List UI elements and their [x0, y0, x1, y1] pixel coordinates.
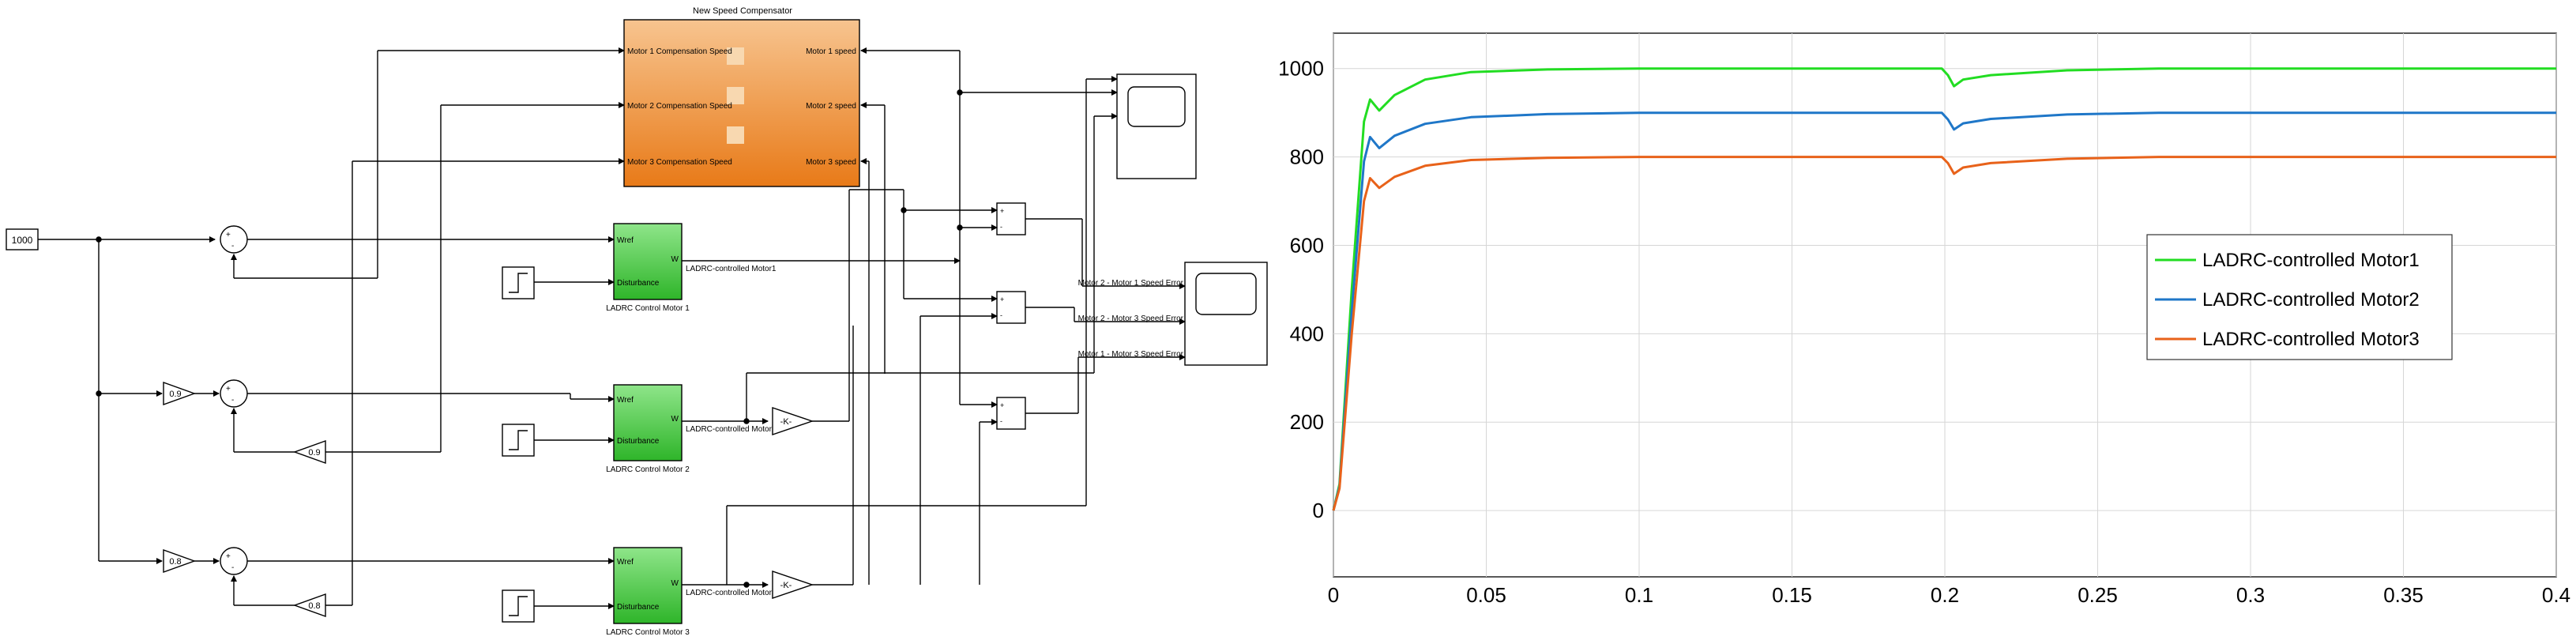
x-tick-label: 0.05 [1466, 583, 1506, 607]
gain-09-feedback-label: 0.9 [308, 448, 320, 458]
legend-box [2146, 234, 2453, 360]
gain-08-feedback-label: 0.8 [308, 601, 320, 611]
signal-label-motor1: LADRC-controlled Motor1 [686, 265, 777, 273]
gain-block-k-2[interactable] [772, 407, 814, 435]
error-label-2: Motor 2 - Motor 3 Speed Error [1078, 314, 1184, 323]
svg-text:W: W [671, 415, 679, 424]
svg-text:-: - [231, 563, 234, 572]
ladrc-caption-1: LADRC Control Motor 1 [606, 304, 690, 313]
legend-label-motor2: LADRC-controlled Motor2 [2202, 289, 2420, 311]
svg-text:Wref: Wref [617, 396, 634, 405]
error-label-3: Motor 1 - Motor 3 Speed Error [1078, 350, 1184, 359]
constant-value: 1000 [12, 235, 33, 246]
chart: 0 0.05 0.1 0.15 0.2 0.25 0.3 0.35 0.4 0 200 400 600 8… [1278, 32, 2570, 607]
ladrc-block-1[interactable]: Wref Disturbance W LADRC Control Motor 1 [606, 223, 690, 313]
svg-text:-K-: -K- [780, 417, 792, 427]
svg-text:-: - [1000, 223, 1002, 231]
svg-text:-: - [1000, 417, 1002, 425]
svg-text:-: - [1000, 311, 1002, 319]
gain-block-08-forward[interactable] [163, 549, 197, 573]
y-tick-label: 600 [1290, 233, 1324, 257]
y-tick-label: 800 [1290, 145, 1324, 169]
axis-ticks: 0 0.05 0.1 0.15 0.2 0.25 0.3 0.35 0.4 0 200 400 600 8… [1278, 57, 2570, 607]
svg-text:-: - [231, 396, 234, 405]
series-line-motor1 [1332, 67, 2556, 511]
svg-text:-: - [231, 242, 234, 250]
x-tick-label: 0.2 [1931, 583, 1959, 607]
svg-text:+: + [226, 231, 231, 239]
svg-text:+: + [1000, 207, 1004, 215]
svg-text:Motor 2 Compensation Speed: Motor 2 Compensation Speed [627, 102, 732, 111]
legend-label-motor1: LADRC-controlled Motor1 [2202, 250, 2420, 271]
y-tick-label: 1000 [1278, 57, 1324, 81]
legend: LADRC-controlled Motor1 LADRC-controlled… [2146, 234, 2453, 360]
svg-text:Wref: Wref [617, 558, 634, 567]
x-tick-label: 0 [1328, 583, 1339, 607]
svg-text:Motor 1 Compensation Speed: Motor 1 Compensation Speed [627, 47, 732, 56]
svg-text:Motor 3 Compensation Speed: Motor 3 Compensation Speed [627, 158, 732, 167]
ladrc-caption-2: LADRC Control Motor 2 [606, 465, 690, 474]
svg-text:W: W [671, 579, 679, 588]
signal-label-motor3: LADRC-controlled Motor3 [686, 589, 777, 597]
x-tick-label: 0.25 [2078, 583, 2118, 607]
y-tick-label: 0 [1313, 499, 1324, 522]
x-tick-label: 0.15 [1772, 583, 1812, 607]
x-tick-label: 0.4 [2542, 583, 2570, 607]
legend-label-motor3: LADRC-controlled Motor3 [2202, 329, 2420, 350]
constant-block[interactable] [6, 228, 39, 250]
svg-text:W: W [671, 255, 679, 264]
scope-block-2[interactable] [1184, 262, 1268, 366]
signal-label-motor2: LADRC-controlled Motor2 [686, 425, 777, 434]
speed-compensator-block[interactable]: New Speed Compensator Motor 1 Compensati… [623, 6, 860, 187]
svg-text:+: + [226, 552, 231, 561]
svg-text:Wref: Wref [617, 236, 634, 245]
simulink-diagram: 1000 +- +- +- 0.9 0.8 0.9 0.8 [6, 6, 1268, 637]
svg-text:Motor 1 speed: Motor 1 speed [806, 47, 856, 56]
svg-text:Motor 3 speed: Motor 3 speed [806, 158, 856, 167]
y-tick-label: 200 [1290, 410, 1324, 434]
svg-text:Disturbance: Disturbance [617, 279, 660, 288]
svg-text:+: + [226, 385, 231, 394]
series-line-motor3 [1332, 156, 2556, 511]
svg-text:-K-: -K- [780, 581, 792, 590]
svg-text:Disturbance: Disturbance [617, 603, 660, 612]
gain-block-k-3[interactable] [772, 571, 814, 599]
diff-block-1[interactable] [996, 202, 1026, 235]
series-line-motor2 [1332, 111, 2556, 511]
series-lines [1332, 67, 2556, 511]
svg-text:+: + [1000, 401, 1004, 409]
gain-08-forward-label: 0.8 [169, 557, 181, 567]
gain-09-forward-label: 0.9 [169, 390, 181, 399]
x-tick-label: 0.35 [2383, 583, 2424, 607]
x-tick-label: 0.1 [1625, 583, 1653, 607]
ladrc-caption-3: LADRC Control Motor 3 [606, 628, 690, 637]
ladrc-block-3[interactable]: Wref Disturbance W LADRC Control Motor 3 [606, 547, 690, 637]
compensator-title: New Speed Compensator [693, 6, 792, 16]
svg-text:+: + [1000, 296, 1004, 303]
error-label-1: Motor 2 - Motor 1 Speed Error [1078, 279, 1184, 288]
svg-text:Disturbance: Disturbance [617, 437, 660, 446]
x-tick-label: 0.3 [2236, 583, 2265, 607]
y-tick-label: 400 [1290, 322, 1324, 345]
ladrc-block-2[interactable]: Wref Disturbance W LADRC Control Motor 2 [606, 384, 690, 474]
gain-block-09-forward[interactable] [163, 382, 197, 405]
svg-text:Motor 2 speed: Motor 2 speed [806, 102, 856, 111]
diff-block-2[interactable] [996, 291, 1026, 324]
scope-block-1[interactable] [1116, 73, 1197, 179]
